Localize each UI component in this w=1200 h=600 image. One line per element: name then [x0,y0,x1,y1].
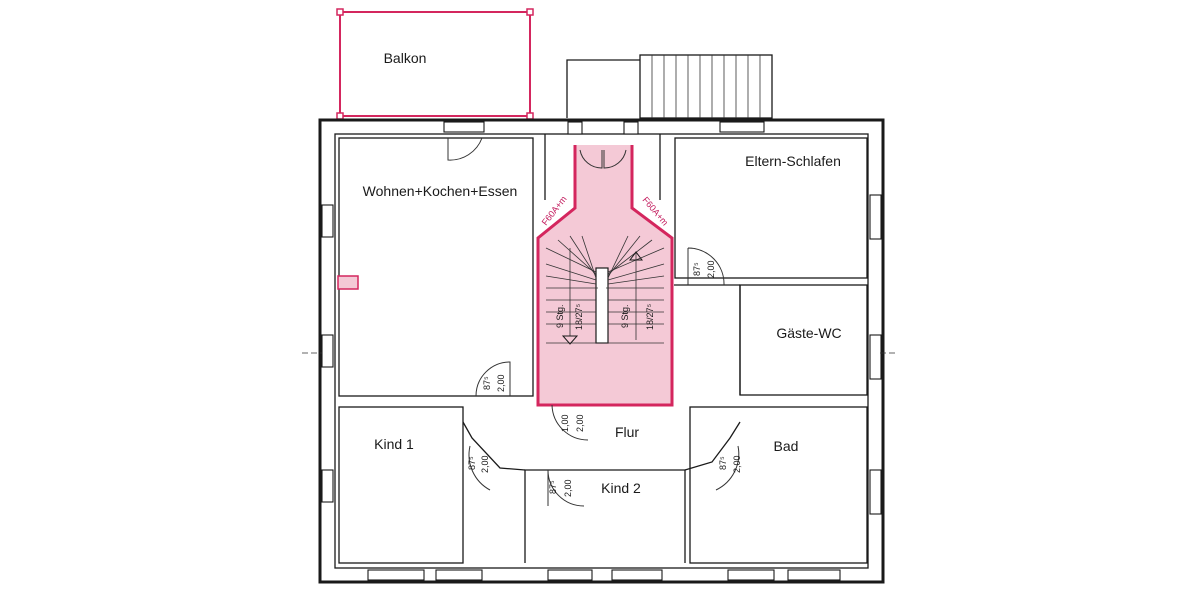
stair-right-rise: 18/27⁵ [645,303,655,330]
stair-core [337,145,674,407]
door-kind2-height: 2,00 [563,479,573,497]
door-kind1-width: 87⁵ [467,456,477,470]
door-wohnen-height: 2,00 [496,374,506,392]
stair-right-steps: 9 Stg. [620,304,630,328]
gaeste-label: Gäste-WC [776,325,841,341]
door-wohnen-width: 87⁵ [482,376,492,390]
kind1-label: Kind 1 [374,436,414,452]
door-stair-width: 1,00 [560,414,570,432]
door-stair-height: 2,00 [575,414,585,432]
flur-label: Flur [615,424,639,440]
interior-walls [338,134,868,564]
entrance-landing [566,54,773,119]
kind2-label: Kind 2 [601,480,641,496]
door-eltern-width: 87⁵ [692,262,702,276]
stair-left-rise: 18/27⁵ [574,303,584,330]
door-bad-width: 87⁵ [718,456,728,470]
door-eltern-height: 2,00 [706,260,716,278]
bad-label: Bad [774,438,799,454]
doors [447,137,740,507]
balcony [336,8,534,120]
wohnen-label: Wohnen+Kochen+Essen [363,183,518,199]
balkon-label: Balkon [384,50,427,66]
door-kind1-height: 2,00 [480,455,490,473]
exterior-walls [318,118,885,584]
stair-left-steps: 9 Stg. [555,304,565,328]
windows [321,121,882,581]
eltern-label: Eltern-Schlafen [745,153,841,169]
door-kind2-width: 87⁵ [548,480,558,494]
door-bad-height: 2,00 [732,455,742,473]
